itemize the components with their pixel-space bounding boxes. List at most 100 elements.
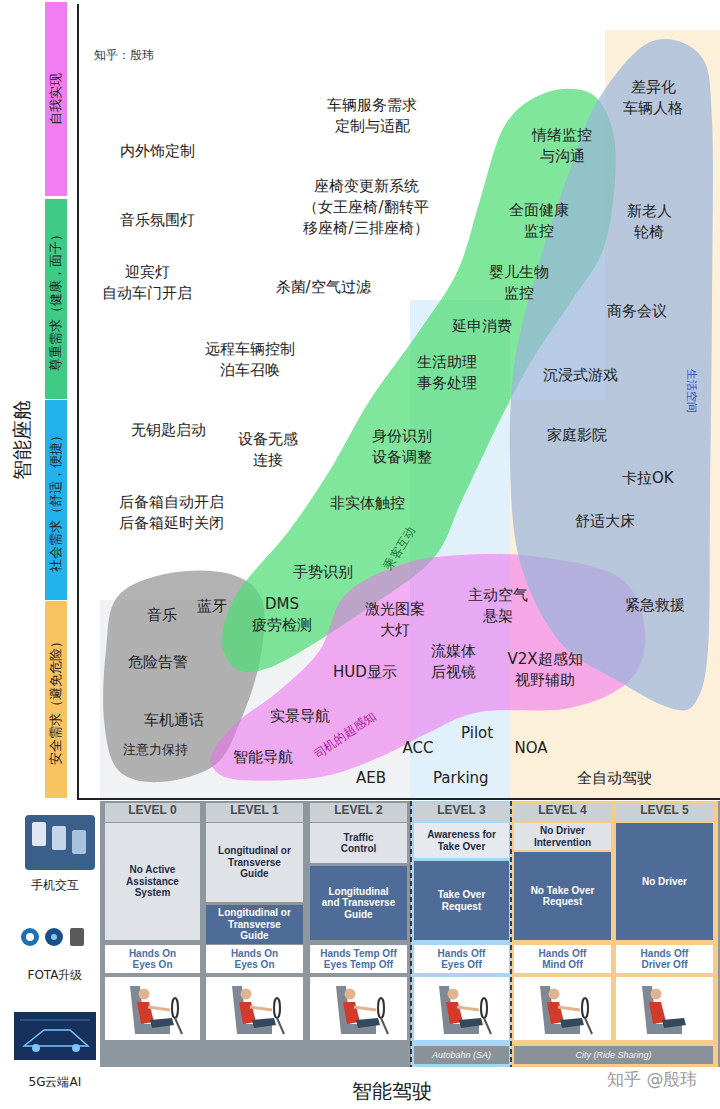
feature-text-holder: 沉浸式游戏 — [543, 365, 618, 386]
feature-text: 沉浸式游戏 — [543, 365, 618, 386]
blob-title: 生活空间 — [683, 368, 698, 412]
feature-text-holder: 卡拉OK — [622, 468, 674, 489]
feature-text-holder: 危险告警 — [128, 652, 188, 673]
free-label-holder: 手机交互 — [31, 877, 79, 894]
feature-text: DMS 疲劳检测 — [251, 594, 313, 636]
free-label-holder: 远程车辆控制 泊车召唤 — [204, 339, 296, 381]
level-cell: No Driver Intervention — [514, 823, 611, 850]
free-label-holder: 车辆服务需求 定制与适配 — [326, 95, 418, 137]
need-band: 社会需求（舒适，便捷） — [45, 400, 67, 600]
feature-text-holder: 差异化 车辆人格 — [622, 77, 684, 119]
free-label-holder: 内外饰定制 — [120, 141, 195, 162]
feature-text-holder: V2X超感知 视野辅助 — [506, 649, 584, 691]
level-column: LEVEL 2Traffic ControlLongitudinal and T… — [310, 801, 407, 1067]
level-cell: Longitudinal or Transverse Guide — [206, 823, 303, 902]
level-header: LEVEL 1 — [206, 803, 303, 822]
cloud-icon — [14, 1012, 96, 1060]
divider-line — [410, 801, 412, 1067]
level-cell: Awareness for Take Over — [414, 823, 509, 858]
feature-text-holder: 全面健康 监控 — [508, 200, 570, 242]
feature-text: 实景导航 — [270, 706, 330, 727]
free-label: 手机交互 — [31, 877, 79, 894]
free-label: 音乐氛围灯 — [120, 210, 195, 231]
level-cell: No Take Over Request — [514, 852, 611, 940]
feature-text-holder: 情绪监控 与沟通 — [531, 125, 593, 167]
driver-figure — [336, 986, 388, 1034]
free-label-holder: 设备无感 连接 — [237, 429, 299, 471]
free-label: AEB — [356, 768, 386, 789]
feature-text-holder: 家庭影院 — [547, 425, 607, 446]
level-cell: Hands Off Eyes Off — [414, 945, 509, 973]
free-label-holder: FOTA升级 — [28, 967, 83, 984]
feature-text: 手势识别 — [293, 562, 353, 583]
feature-text-holder: 激光图案 大灯 — [364, 599, 426, 641]
free-label: 后备箱自动开启 后备箱延时关闭 — [118, 492, 225, 534]
feature-text: 紧急救援 — [625, 595, 685, 616]
feature-text: 家庭影院 — [547, 425, 607, 446]
blob-outline — [510, 39, 713, 711]
feature-text-holder: 延申消费 — [452, 316, 512, 337]
level-column: LEVEL 4No Driver InterventionNo Take Ove… — [514, 801, 611, 1067]
cell-text: Longitudinal or Transverse Guide — [215, 907, 295, 942]
free-label: 无钥匙启动 — [131, 420, 206, 441]
driver-figure — [130, 986, 182, 1034]
feature-text-holder: HUD显示 — [333, 662, 397, 683]
level-column: LEVEL 5 No DriverHands Off Driver Off — [616, 801, 713, 1067]
cell-text: No Driver — [625, 876, 705, 888]
feature-text: 新老人 轮椅 — [626, 201, 673, 243]
level-ground — [511, 801, 718, 1067]
free-label: ACC — [403, 738, 434, 759]
free-label: 杀菌/空气过滤 — [276, 277, 371, 298]
level-header: LEVEL 0 — [105, 803, 200, 822]
need-band: 安全需求（避免危险） — [45, 601, 67, 798]
free-label: FOTA升级 — [28, 967, 83, 984]
driver-figure — [439, 986, 491, 1034]
feature-text: 主动空气 悬架 — [467, 585, 529, 627]
band-label-holder: 社会需求（舒适，便捷） — [0, 491, 128, 509]
free-label: 迎宾灯 自动车门开启 — [101, 262, 193, 304]
band-label-holder: 自我实现 — [30, 90, 82, 108]
free-label-holder: 5G云端AI — [29, 1074, 82, 1091]
feature-text-holder: 新老人 轮椅 — [626, 201, 673, 243]
need-band: 尊重需求（健康，面子） — [45, 199, 67, 399]
feature-text: 生活助理 事务处理 — [416, 352, 478, 394]
blob-title-holder: 音乐 — [147, 605, 177, 626]
feature-text-holder: 身份识别 设备调整 — [371, 426, 433, 468]
phone-icon — [25, 815, 95, 870]
feature-text: 舒适大床 — [575, 511, 635, 532]
band-label: 尊重需求（健康，面子） — [47, 228, 65, 371]
level-cell: Autobahn (SA) — [414, 1046, 509, 1064]
feature-text-holder: DMS 疲劳检测 — [251, 594, 313, 636]
feature-text: 危险告警 — [128, 652, 188, 673]
feature-text-holder: 商务会议 — [607, 301, 667, 322]
feature-text-holder: 非实体触控 — [330, 493, 405, 514]
band-label: 自我实现 — [47, 73, 65, 125]
free-label-holder: 全自动驾驶 — [577, 768, 652, 789]
free-label-holder: 知乎 @殷玮 — [607, 1068, 697, 1092]
free-label-holder: ACC — [403, 738, 434, 759]
level-cell: Hands Off Mind Off — [514, 945, 611, 973]
band-label: 社会需求（舒适，便捷） — [47, 429, 65, 572]
cell-text: City (Ride Sharing) — [575, 1050, 651, 1060]
need-band: 自我实现 — [45, 2, 67, 196]
cell-text: Traffic Control — [329, 832, 389, 855]
feature-text-holder: 蓝牙 — [197, 596, 227, 617]
level-cell: Hands Off Driver Off — [616, 945, 713, 973]
cell-text: Autobahn (SA) — [432, 1050, 491, 1060]
level-header: LEVEL 5 — [616, 803, 713, 822]
free-label: 智能座舱 — [8, 400, 36, 480]
driver-box — [105, 977, 200, 1040]
free-label-holder: 杀菌/空气过滤 — [276, 277, 371, 298]
level-cell: City (Ride Sharing) — [514, 1046, 713, 1064]
cell-text: Awareness for Take Over — [422, 829, 502, 852]
level-header: LEVEL 2 — [310, 803, 407, 822]
free-label: 知乎 @殷玮 — [607, 1068, 697, 1092]
driver-box — [414, 977, 509, 1040]
free-label-holder: 知乎：殷玮 — [94, 47, 154, 64]
level-cell: Take Over Request — [414, 861, 509, 940]
feature-text: 卡拉OK — [622, 468, 674, 489]
level-ground — [411, 801, 511, 1067]
feature-text-holder: 舒适大床 — [575, 511, 635, 532]
free-label: 全自动驾驶 — [577, 768, 652, 789]
cell-text: Hands On Eyes On — [225, 948, 285, 971]
